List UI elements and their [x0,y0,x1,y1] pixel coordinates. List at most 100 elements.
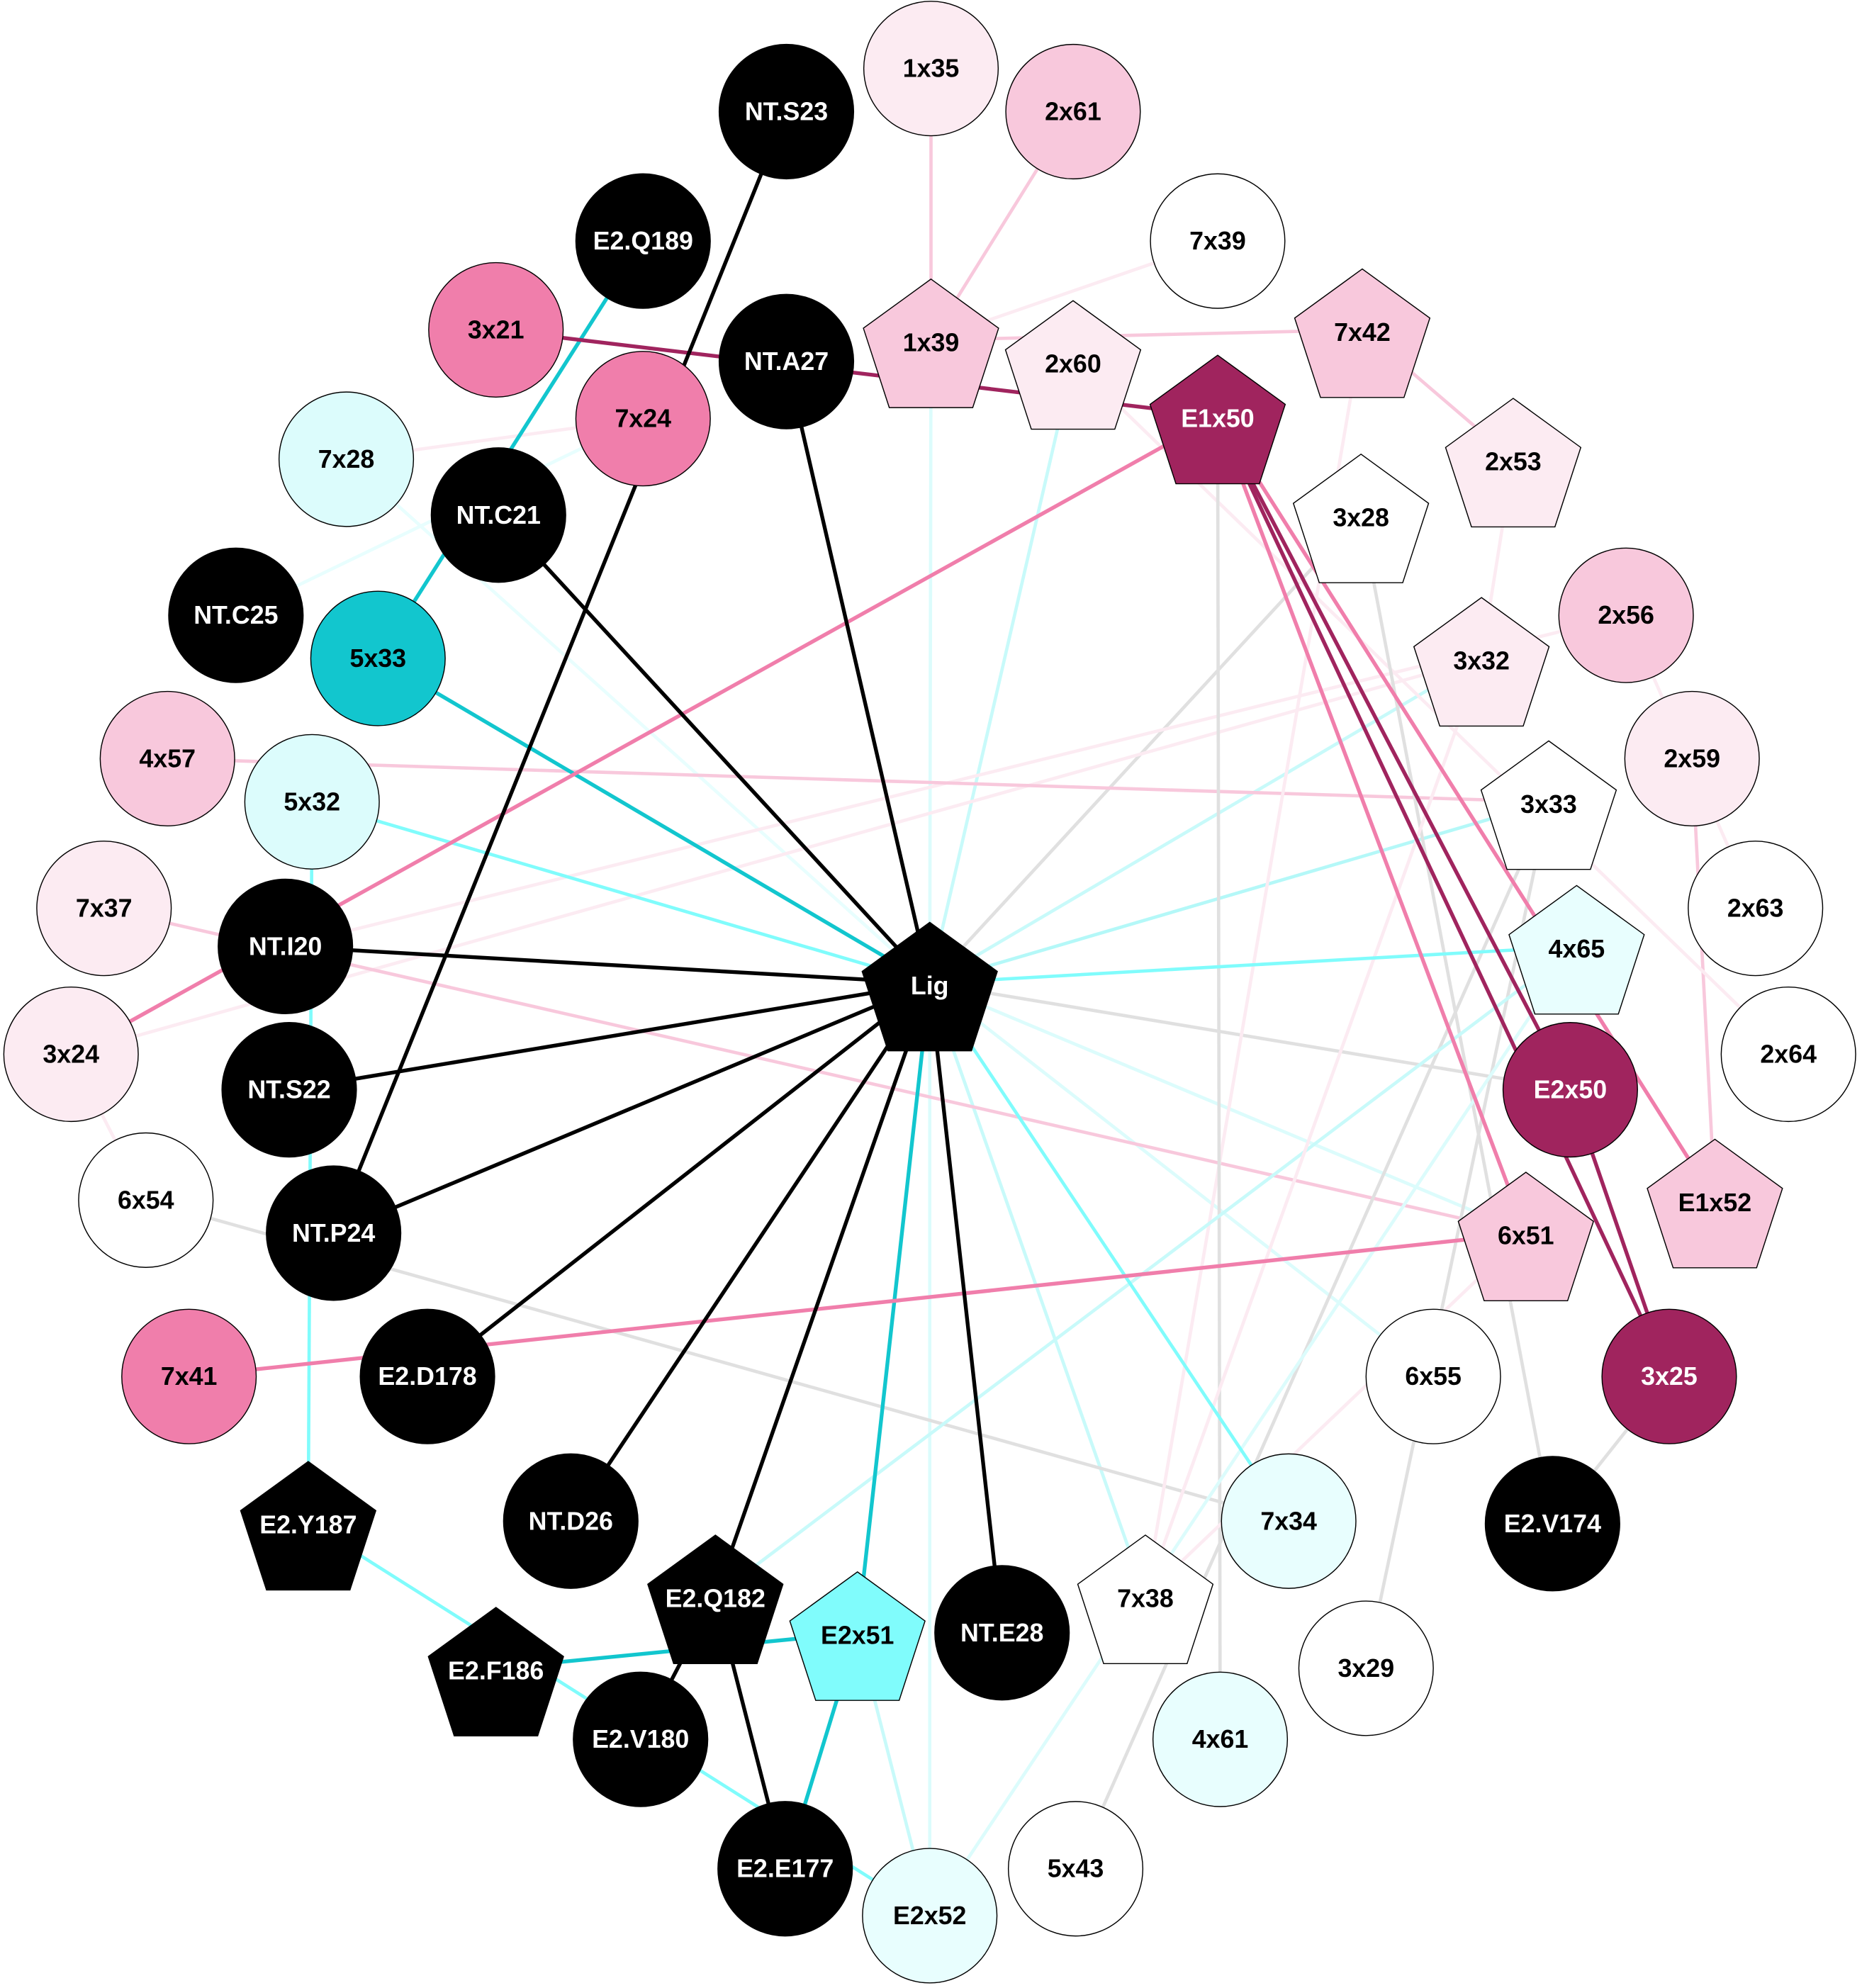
node-nt-i20[interactable]: NT.I20 [218,878,354,1014]
node-6x55[interactable]: 6x55 [1365,1308,1501,1444]
node-label: NT.E28 [960,1619,1043,1647]
node-e2-v174[interactable]: E2.V174 [1484,1456,1620,1592]
node-3x21[interactable]: 3x21 [428,262,564,398]
node-label: 1x35 [903,55,960,83]
node-2x64[interactable]: 2x64 [1720,986,1856,1123]
pentagon-node-shape [863,278,999,408]
edge-6x51-7x38 [1144,1232,1527,1597]
node-nt-s22[interactable]: NT.S22 [221,1022,357,1158]
circle-node-shape [718,43,855,180]
node-5x33[interactable]: 5x33 [310,590,446,726]
node-7x37[interactable]: 7x37 [36,841,172,977]
node-2x63[interactable]: 2x63 [1688,841,1824,977]
node-4x57[interactable]: 4x57 [99,690,235,827]
pentagon-node-shape [427,1607,564,1737]
node-label: E2.V174 [1504,1510,1601,1538]
node-3x32[interactable]: 3x32 [1413,597,1550,727]
node-5x32[interactable]: 5x32 [244,734,380,870]
node-e1x50[interactable]: E1x50 [1149,354,1286,485]
node-7x28[interactable]: 7x28 [278,391,415,527]
node-label: E2x50 [1534,1076,1607,1104]
edge-lig-e2x50 [929,981,1571,1091]
node-nt-s23[interactable]: NT.S23 [718,43,855,180]
node-nt-e28[interactable]: NT.E28 [934,1565,1070,1701]
node-label: 2x60 [1045,350,1101,378]
node-4x61[interactable]: 4x61 [1152,1671,1289,1807]
circle-node-shape [575,351,711,487]
node-label: 3x29 [1338,1654,1395,1683]
node-e2-q189[interactable]: E2.Q189 [575,173,711,309]
circle-node-shape [1007,1801,1144,1937]
circle-node-shape [862,1848,998,1984]
node-lig[interactable]: Lig [861,921,998,1052]
node-1x39[interactable]: 1x39 [863,278,999,408]
node-3x29[interactable]: 3x29 [1298,1600,1434,1736]
node-7x24[interactable]: 7x24 [575,351,711,487]
node-6x51[interactable]: 6x51 [1457,1172,1595,1302]
node-label: 7x37 [76,894,133,923]
node-e2-q182[interactable]: E2.Q182 [647,1534,784,1665]
node-e2x50[interactable]: E2x50 [1502,1022,1638,1158]
node-e2-f186[interactable]: E2.F186 [427,1607,564,1737]
node-3x33[interactable]: 3x33 [1480,740,1617,870]
node-1x35[interactable]: 1x35 [863,1,999,137]
node-e2-y187[interactable]: E2.Y187 [240,1461,377,1591]
node-label: NT.C25 [194,601,278,629]
circle-node-shape [221,1022,357,1158]
node-label: Lig [911,972,949,1000]
edge-lig-5x32 [311,800,931,985]
node-label: E2x51 [821,1621,894,1649]
node-label: E2.Q182 [666,1584,765,1612]
node-label: 3x21 [468,315,525,344]
circle-node-shape [121,1308,257,1444]
node-5x43[interactable]: 5x43 [1007,1801,1144,1937]
circle-node-shape [1720,986,1856,1123]
node-6x54[interactable]: 6x54 [78,1132,214,1268]
node-nt-p24[interactable]: NT.P24 [266,1165,402,1301]
node-e2x52[interactable]: E2x52 [862,1848,998,1984]
node-2x59[interactable]: 2x59 [1624,690,1760,827]
edge-e1x50-4x61 [1216,416,1222,1740]
pentagon-node-shape [1292,453,1430,583]
pentagon-node-shape [1413,597,1550,727]
node-nt-a27[interactable]: NT.A27 [718,293,855,429]
node-label: 2x56 [1598,601,1654,629]
node-3x25[interactable]: 3x25 [1601,1308,1737,1444]
node-label: 7x41 [161,1362,218,1391]
node-7x41[interactable]: 7x41 [121,1308,257,1444]
node-2x60[interactable]: 2x60 [1004,300,1142,430]
node-2x56[interactable]: 2x56 [1558,547,1694,683]
circle-node-shape [1298,1600,1434,1736]
circle-node-shape [717,1801,853,1937]
node-4x65[interactable]: 4x65 [1508,885,1645,1015]
edge-e1x50-e1x52 [1216,415,1717,1201]
node-nt-d26[interactable]: NT.D26 [503,1453,639,1589]
node-e1x52[interactable]: E1x52 [1647,1138,1783,1269]
node-e2-e177[interactable]: E2.E177 [717,1801,853,1937]
edge-lig-e2x51 [856,982,932,1634]
node-7x42[interactable]: 7x42 [1294,268,1431,398]
node-7x39[interactable]: 7x39 [1150,173,1286,309]
edge-4x65-e2-q182 [714,945,1578,1597]
node-e2x51[interactable]: E2x51 [789,1571,926,1701]
node-7x34[interactable]: 7x34 [1221,1453,1357,1589]
node-label: 5x43 [1048,1855,1104,1883]
edge-lig-nt-c21 [497,513,931,985]
pentagon-node-shape [1004,300,1142,430]
node-nt-c25[interactable]: NT.C25 [168,547,304,683]
edge-lig-7x28 [344,458,931,985]
node-e2-v180[interactable]: E2.V180 [573,1671,709,1807]
edge-lig-nt-d26 [569,982,931,1522]
pentagon-node-shape [1647,1138,1783,1269]
node-3x24[interactable]: 3x24 [3,986,139,1123]
node-2x61[interactable]: 2x61 [1005,43,1141,180]
circle-node-shape [218,878,354,1014]
edge-lig-4x65 [929,945,1577,985]
node-3x28[interactable]: 3x28 [1292,453,1430,583]
node-7x38[interactable]: 7x38 [1077,1534,1214,1665]
node-e2-d178[interactable]: E2.D178 [359,1308,495,1444]
node-nt-c21[interactable]: NT.C21 [430,447,566,583]
node-2x53[interactable]: 2x53 [1445,398,1582,528]
edge-lig-e2-d178 [426,982,931,1378]
